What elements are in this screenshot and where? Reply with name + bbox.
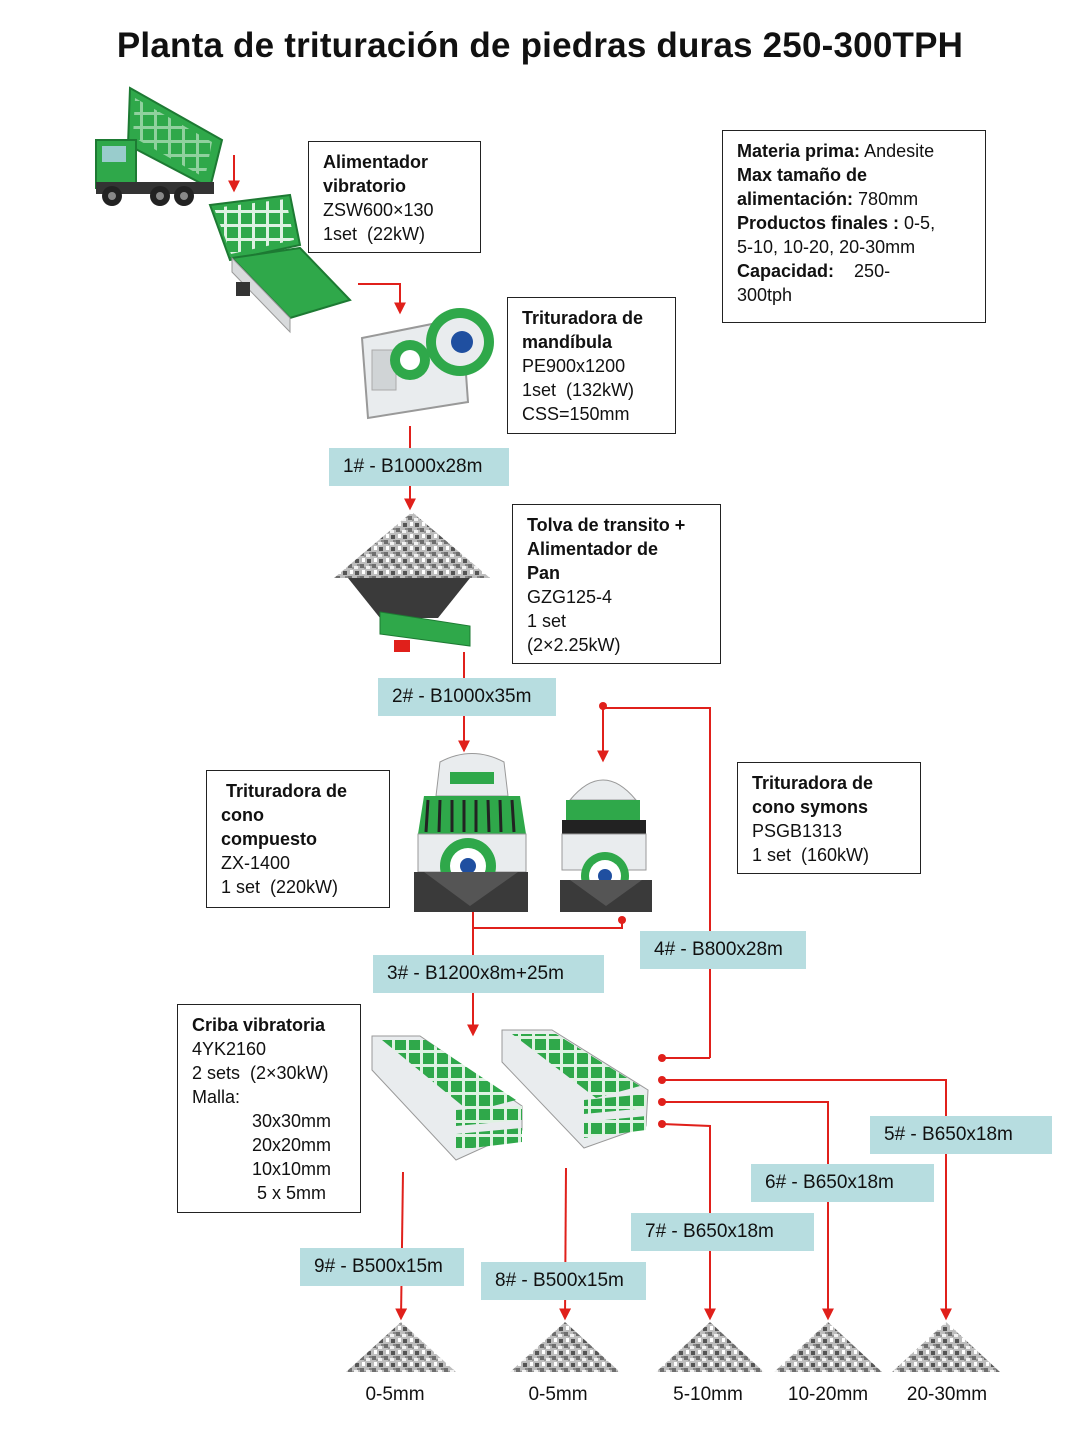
belt-label-8: 8# - B500x15m [481,1262,646,1300]
jaw-spec: 1set (132kW) [522,380,635,400]
jaw-name-2: mandíbula [522,332,613,352]
max-feed-label-1: Max tamaño de [737,165,868,185]
screen-mesh-2: 20x20mm [252,1135,332,1155]
capacity-value-1: 250- [854,261,891,281]
dump-truck-icon [95,86,224,206]
symons-name-2: cono symons [752,797,869,817]
belt-label-2: 2# - B1000x35m [378,678,556,716]
compound-model: ZX-1400 [221,853,291,873]
hopper-model: GZG125-4 [527,587,613,607]
product-pile-1 [346,1322,456,1372]
screen-model: 4YK2160 [192,1039,267,1059]
compound-cone-box: Trituradora de cono compuesto ZX-1400 1 … [206,770,390,908]
belt-label-7: 7# - B650x18m [631,1213,814,1251]
flow-lines [228,155,952,1321]
product-label-2: 0-5mm [528,1384,588,1405]
product-pile-2 [510,1322,620,1372]
vibrating-feeder-icon [208,193,352,334]
product-label-1: 0-5mm [365,1384,425,1405]
jaw-model: PE900x1200 [522,356,626,376]
hopper-feeder-box: Tolva de transito + Alimentador de Pan G… [512,504,721,664]
compound-spec: 1 set (220kW) [221,877,339,897]
screen-mesh-3: 10x10mm [252,1159,332,1179]
feeder-name-1: Alimentador [323,152,429,172]
jaw-crusher-box: Trituradora de mandíbula PE900x1200 1set… [507,297,676,434]
vibrating-screen-icon-1 [371,1035,523,1161]
hopper-spec-1: 1 set [527,611,567,631]
screen-mesh-label: Malla: [192,1087,241,1107]
belt-label-9: 9# - B500x15m [300,1248,464,1286]
product-pile-4 [774,1322,882,1372]
product-label-5: 20-30mm [906,1384,988,1405]
capacity-label: Capacidad: [737,261,835,281]
hopper-name-3: Pan [527,563,561,583]
vibrating-screen-icon-2 [501,1029,649,1149]
symons-model: PSGB1313 [752,821,843,841]
jaw-css: CSS=150mm [522,404,630,424]
belt-label-4: 4# - B800x28m [640,931,806,969]
flow-junctions [599,702,666,1128]
hopper-spec-2: (2×2.25kW) [527,635,621,655]
product-label-4: 10-20mm [787,1384,869,1405]
raw-material-value: Andesite [864,141,935,161]
screen-spec: 2 sets (2×30kW) [192,1063,329,1083]
products-value-2: 5-10, 10-20, 20-30mm [737,237,916,257]
raw-material-label: Materia prima: [737,141,861,161]
hopper-feeder-icon [334,512,490,652]
max-feed-value: 780mm [858,189,919,209]
belt-label-3: 3# - B1200x8m+25m [373,955,604,993]
feeder-model: ZSW600×130 [323,200,434,220]
page-title: Planta de trituración de piedras duras 2… [116,26,964,65]
symons-cone-box: Trituradora de cono symons PSGB1313 1 se… [737,762,921,874]
products-value-1: 0-5, [904,213,936,233]
belt-label-1: 1# - B1000x28m [329,448,509,486]
jaw-name-1: Trituradora de [522,308,644,328]
capacity-value-2: 300tph [737,285,793,305]
compound-name-2: cono [221,805,264,825]
screen-name: Criba vibratoria [192,1015,326,1035]
screen-mesh-1: 30x30mm [252,1111,332,1131]
feeder-spec: 1set (22kW) [323,224,426,244]
belt-label-5: 5# - B650x18m [870,1116,1052,1154]
product-pile-5 [892,1322,1000,1372]
compound-name-1: Trituradora de [221,781,348,801]
product-label-3: 5-10mm [673,1384,743,1405]
max-feed-label-2: alimentación: [737,189,854,209]
hopper-name-2: Alimentador de [527,539,659,559]
jaw-crusher-icon [360,308,494,420]
compound-cone-crusher-icon [414,753,528,912]
belt-label-6: 6# - B650x18m [751,1164,934,1202]
vibrating-feeder-box: Alimentador vibratorio ZSW600×130 1set (… [308,141,481,253]
products-label: Productos finales : [737,213,900,233]
symons-spec: 1 set (160kW) [752,845,870,865]
screen-mesh-4: 5 x 5mm [252,1183,327,1203]
hopper-name-1: Tolva de transito + [527,515,686,535]
compound-name-3: compuesto [221,829,318,849]
symons-name-1: Trituradora de [752,773,874,793]
symons-cone-crusher-icon [560,779,652,912]
product-pile-3 [656,1322,764,1372]
vibrating-screen-box: Criba vibratoria 4YK2160 2 sets (2×30kW)… [177,1004,361,1213]
feeder-name-2: vibratorio [323,176,407,196]
info-box: Materia prima: Andesite Max tamaño de al… [722,130,986,323]
